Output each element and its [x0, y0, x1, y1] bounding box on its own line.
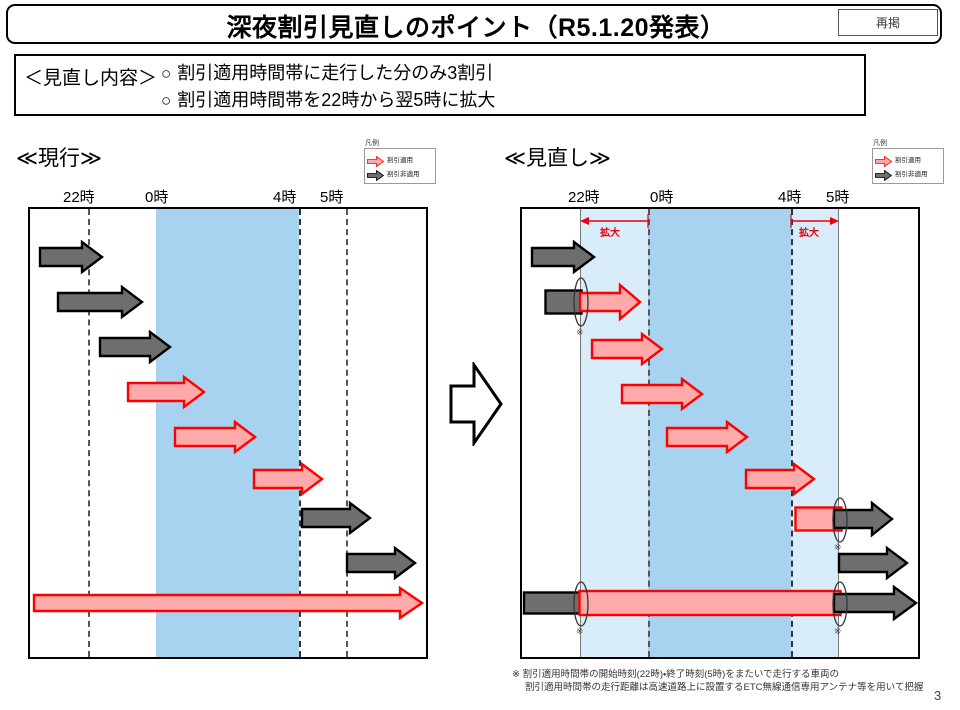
legend-revised: 凡例 割引適用 割引非適用: [872, 140, 944, 184]
tick-label-revised-5: 5時: [826, 189, 850, 206]
note-mark-7: ※: [834, 542, 842, 552]
tick-label-revised-22: 22時: [568, 189, 600, 206]
trip-arrow-1: [530, 239, 596, 275]
split-ellipse-icon-9-left: [572, 581, 590, 627]
trip-arrow-3: [98, 329, 172, 365]
summary-item-text: 割引適用時間帯を22時から翌5時に拡大: [177, 90, 496, 110]
split-ellipse-icon-2: [572, 277, 590, 327]
tick-label-revised-4: 4時: [778, 189, 802, 206]
circle-bullet-icon: ○: [161, 91, 172, 110]
page-title: 深夜割引見直しのポイント（R5.1.20発表）: [226, 14, 726, 42]
trip-arrow-5: [665, 419, 749, 455]
trip-arrow-6: [252, 461, 324, 497]
chart-current: [28, 207, 428, 659]
header-bar: 深夜割引見直しのポイント（R5.1.20発表）: [6, 4, 942, 44]
trip-arrow-7-nondiscount-part: [832, 500, 894, 538]
tick-label-current-22: 22時: [63, 189, 95, 206]
page-number: 3: [934, 688, 942, 703]
gridline-4: [299, 209, 301, 657]
gridline-22-solid: [580, 209, 581, 657]
trip-arrow-4: [620, 376, 704, 412]
legend-item-discount: 割引適用: [875, 152, 941, 167]
nondiscount-arrow-icon: [367, 168, 385, 181]
trip-arrow-6: [744, 461, 816, 497]
trip-arrow-7: [300, 500, 372, 536]
legend-item-label: 割引適用: [895, 157, 921, 164]
trip-arrow-8: [837, 545, 909, 581]
tick-label-revised-0: 0時: [650, 189, 674, 206]
gridline-0: [648, 209, 650, 657]
summary-content: ＜見直し内容＞ ○ 割引適用時間帯に走行した分のみ3割引 ○ 割引適用時間帯を2…: [24, 60, 495, 114]
trip-arrow-8: [345, 545, 417, 581]
tick-label-current-4: 4時: [273, 189, 297, 206]
split-ellipse-icon-7: [831, 497, 849, 543]
gridline-5: [346, 209, 348, 657]
expand-label-left: 拡大: [600, 228, 620, 239]
summary-box: ＜見直し内容＞ ○ 割引適用時間帯に走行した分のみ3割引 ○ 割引適用時間帯を2…: [14, 54, 866, 116]
discount-arrow-icon: [875, 154, 893, 167]
circle-bullet-icon: ○: [161, 64, 172, 83]
discount-arrow-icon: [367, 154, 385, 167]
expand-marker-right: [790, 214, 839, 240]
summary-list: ○ 割引適用時間帯に走行した分のみ3割引 ○ 割引適用時間帯を22時から翌5時に…: [161, 60, 495, 114]
footnote: ※ 割引適用時間帯の開始時刻(22時)・終了時刻(5時)をまたいで走行する車両の…: [512, 668, 952, 694]
trip-arrow-2-discount-part: [578, 282, 642, 322]
summary-item: ○ 割引適用時間帯に走行した分のみ3割引: [161, 60, 495, 87]
legend-item-label: 割引非適用: [895, 171, 928, 178]
trip-arrow-9-long: [32, 585, 425, 621]
gridline-5-solid: [838, 209, 839, 657]
split-ellipse-icon-9-right: [831, 581, 849, 627]
trip-arrow-5: [173, 419, 257, 455]
transition-arrow-icon: [448, 360, 504, 451]
trip-arrow-3: [590, 331, 664, 367]
legend-current: 凡例 割引適用 割引非適用: [364, 140, 436, 184]
tick-label-current-0: 0時: [145, 189, 169, 206]
summary-label: ＜見直し内容＞: [24, 68, 158, 89]
summary-item: ○ 割引適用時間帯を22時から翌5時に拡大: [161, 87, 495, 114]
reprint-badge: 再掲: [838, 9, 938, 36]
trip-arrow-4: [126, 374, 206, 410]
legend-item-label: 割引非適用: [387, 171, 420, 178]
expand-marker-left: [580, 214, 649, 240]
gridline-22: [88, 209, 90, 657]
legend-body: 割引適用 割引非適用: [364, 148, 436, 184]
summary-item-text: 割引適用時間帯に走行した分のみ3割引: [177, 63, 494, 83]
footnote-line-2: 割引適用時間帯の走行距離は高速道路上に設置するETC無線通信専用アンテナ等を用い…: [525, 682, 924, 693]
trip-arrow-9-discount-middle: [578, 588, 842, 618]
footnote-line-1: ※ 割引適用時間帯の開始時刻(22時)・終了時刻(5時)をまたいで走行する車両の: [512, 669, 840, 680]
legend-item-nondiscount: 割引非適用: [875, 166, 941, 181]
expand-label-right: 拡大: [799, 228, 819, 239]
nondiscount-arrow-icon: [875, 168, 893, 181]
legend-item-label: 割引適用: [387, 157, 413, 164]
gridline-4: [791, 209, 793, 657]
legend-title: 凡例: [365, 140, 379, 147]
trip-arrow-2: [56, 284, 144, 320]
note-mark-9-left: ※: [576, 626, 584, 636]
legend-body: 割引適用 割引非適用: [872, 148, 944, 184]
trip-arrow-1: [38, 239, 104, 275]
legend-title: 凡例: [873, 140, 887, 147]
legend-item-nondiscount: 割引非適用: [367, 166, 433, 181]
panel-heading-revised: ≪見直し≫: [504, 147, 611, 170]
chart-revised: 拡大 拡大 ※: [520, 207, 920, 659]
note-mark-9-right: ※: [834, 626, 842, 636]
tick-label-current-5: 5時: [320, 189, 344, 206]
note-mark-2: ※: [576, 327, 584, 337]
panel-heading-current: ≪現行≫: [16, 147, 102, 170]
legend-item-discount: 割引適用: [367, 152, 433, 167]
trip-arrow-9-nondiscount-end: [832, 584, 918, 622]
